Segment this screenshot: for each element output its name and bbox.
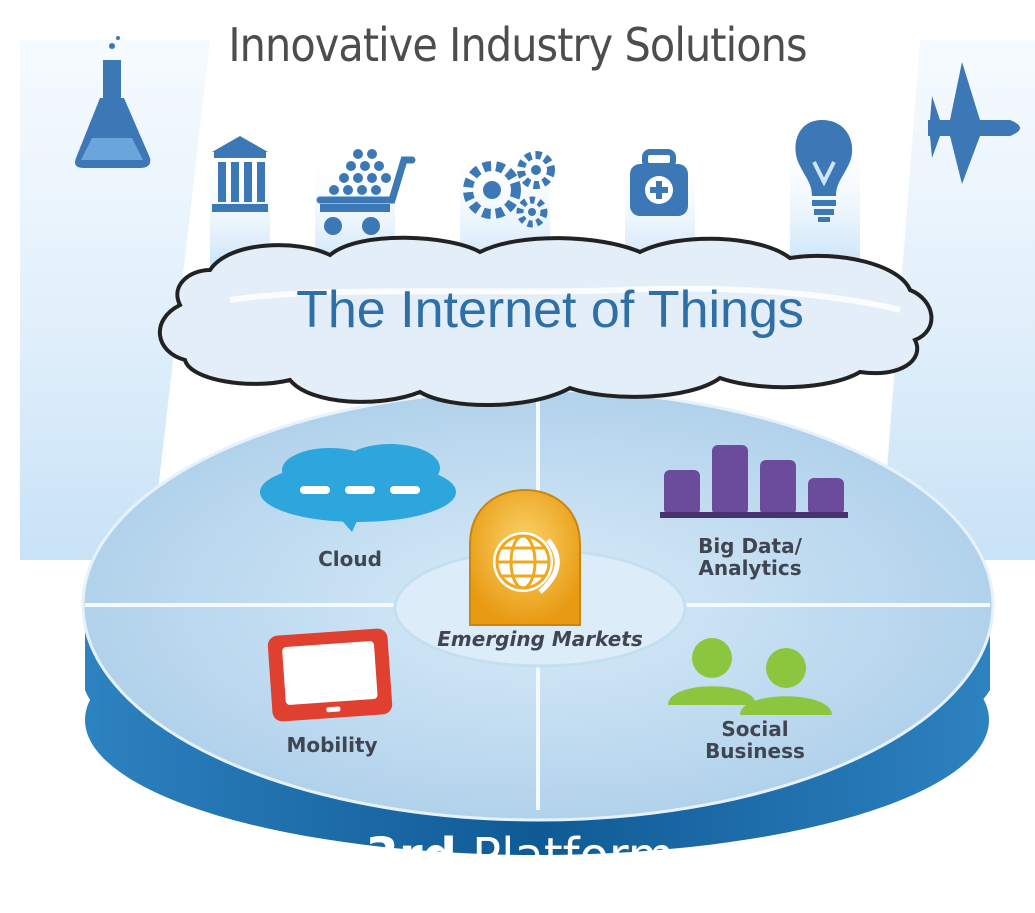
gears-icon	[463, 151, 555, 228]
cloud-highlight	[229, 285, 901, 313]
emerging-markets-label: Emerging Markets	[410, 628, 670, 650]
page-title: Innovative Industry Solutions	[228, 18, 807, 72]
lightbulb-icon	[795, 120, 853, 222]
flask-icon	[75, 36, 151, 168]
big-data-label: Big Data/ Analytics	[660, 535, 840, 579]
bank-icon	[212, 136, 268, 212]
medical-kit-icon	[630, 149, 688, 216]
big-data-label-line2: Analytics	[698, 556, 802, 580]
cart-icon	[316, 149, 416, 235]
emerging-markets-globe-icon	[469, 488, 581, 626]
iot-cloud-shape	[158, 235, 934, 408]
airplane-icon	[928, 62, 1020, 184]
platform-label: 3rd Platform	[300, 828, 740, 884]
left-beam	[20, 40, 210, 560]
social-business-label-line2: Business	[705, 739, 805, 763]
cloud-segment-label: Cloud	[318, 547, 382, 571]
social-people-icon	[668, 638, 832, 715]
right-beam	[880, 40, 1035, 560]
iot-cloud-label: The Internet of Things	[296, 281, 804, 339]
social-business-label-line1: Social	[721, 717, 789, 741]
emerging-markets-text: Emerging Markets	[437, 627, 643, 651]
tablet-icon	[267, 628, 393, 722]
big-data-label-line1: Big Data/	[698, 534, 802, 558]
cloud-speech-icon	[260, 444, 456, 532]
platform-label-bold: 3rd	[365, 828, 457, 884]
big-data-bars-icon	[660, 445, 848, 518]
mobility-label: Mobility	[286, 733, 378, 757]
platform-label-rest: Platform	[456, 828, 675, 884]
social-business-label: Social Business	[680, 718, 830, 762]
